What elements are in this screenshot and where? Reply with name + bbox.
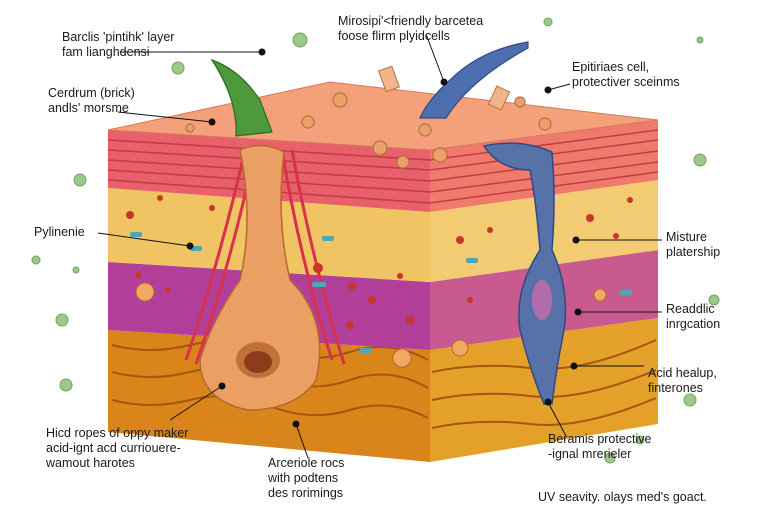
background-microbes (31, 17, 720, 464)
hair-follicle (199, 144, 321, 411)
label-beramis: Beramis protective-ignal mrerieler (548, 432, 652, 461)
dermis-cells (126, 195, 633, 353)
label-pylinenie: Pylinenie (34, 225, 85, 239)
blue-gland-tube (482, 142, 567, 405)
green-hair-shaft (210, 58, 273, 137)
blue-duct (419, 41, 529, 119)
footer-caption: UV seavity. olays med's goact. (538, 490, 707, 504)
purple-star-cells (135, 282, 607, 368)
label-epitiriaes: Epitiriaes cell,protectiver sceinms (572, 60, 680, 89)
surface-cells (185, 92, 552, 169)
leader-lines (97, 33, 662, 459)
surface-tabs (378, 65, 511, 111)
follicle-bulb-inner (244, 351, 272, 373)
blue-gland-loop (532, 280, 552, 320)
label-acid-healup: Acid healup,finterones (648, 366, 717, 395)
label-cerdrum: Cerdrum (brick)andls' morsme (48, 86, 135, 115)
